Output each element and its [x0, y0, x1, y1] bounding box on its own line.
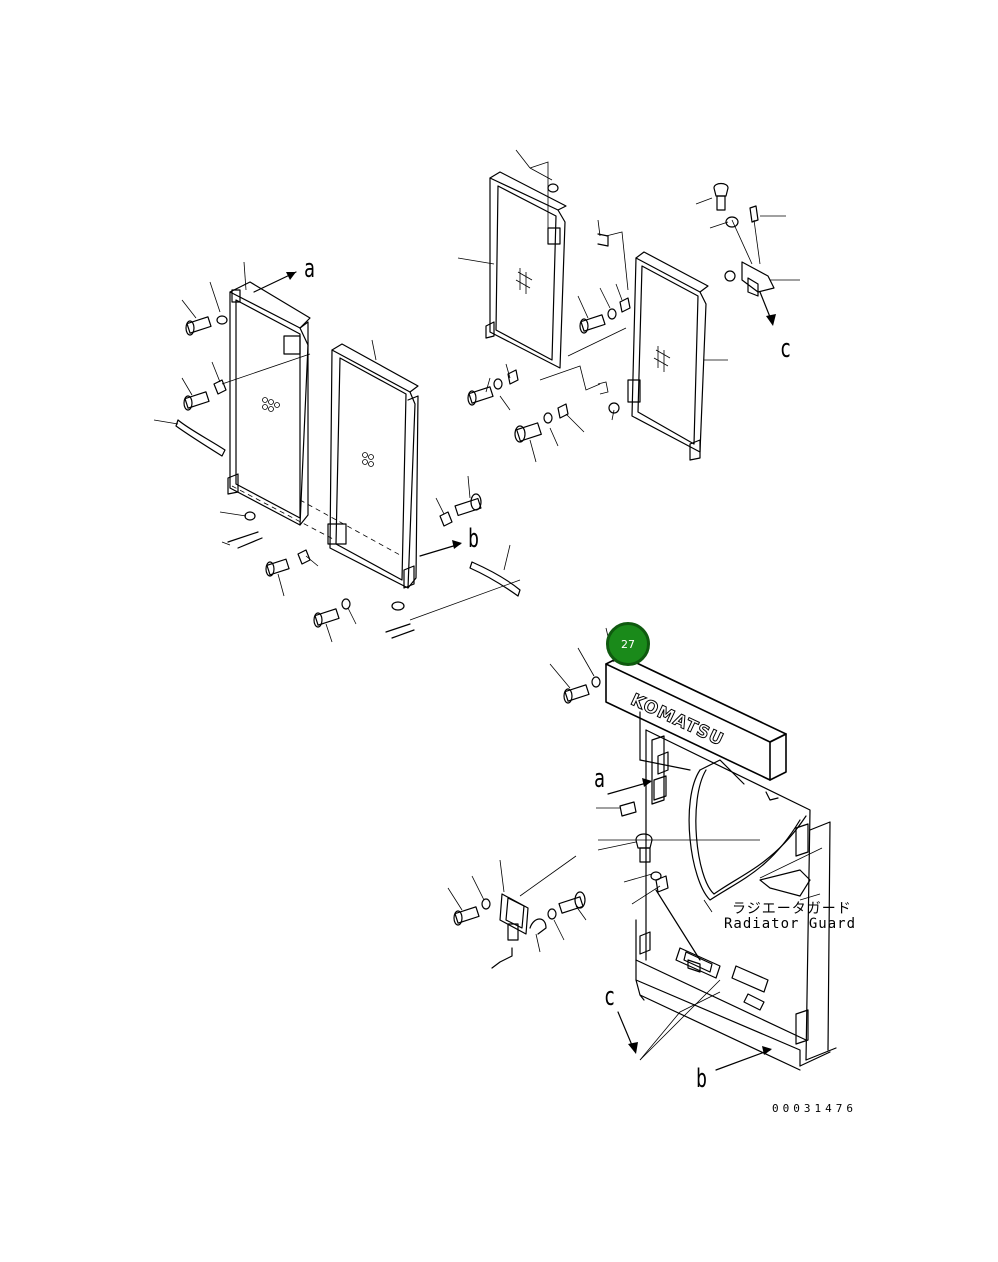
marker-c-bottom: c	[604, 982, 615, 1012]
left-leader-lines	[153, 261, 521, 643]
top-right-panel	[627, 251, 709, 461]
arrow-c-top	[766, 314, 776, 326]
arrow-a-left	[286, 272, 296, 280]
document-number: 00031476	[772, 1102, 857, 1115]
radiator-guard-label-en: Radiator Guard	[724, 916, 857, 932]
arrow-b-left	[452, 540, 462, 549]
arrow-b-bottom	[762, 1046, 772, 1055]
radiator-guard-label-jp: ラジエータガード	[732, 901, 852, 917]
marker-a-bottom: a	[594, 764, 605, 794]
arrow-a-bottom	[642, 778, 652, 787]
left-door-panel	[227, 281, 311, 526]
marker-a-top: a	[304, 254, 315, 284]
left-inner-panel	[327, 343, 419, 589]
marker-b-top: b	[468, 524, 479, 554]
marker-c-top: c	[780, 334, 791, 364]
left-fasteners	[175, 315, 521, 639]
top-leader-lines	[457, 149, 800, 463]
marker-b-bottom: b	[696, 1064, 707, 1094]
top-door-panel	[485, 171, 567, 369]
radiator-guard-assembly	[605, 655, 837, 1071]
part-callout-27[interactable]: 27	[606, 622, 650, 666]
callout-number: 27	[621, 637, 635, 651]
bottom-fasteners	[453, 676, 662, 969]
top-fasteners	[467, 182, 775, 443]
bottom-leader-lines	[447, 627, 823, 1061]
arrow-c-bottom	[628, 1042, 638, 1054]
